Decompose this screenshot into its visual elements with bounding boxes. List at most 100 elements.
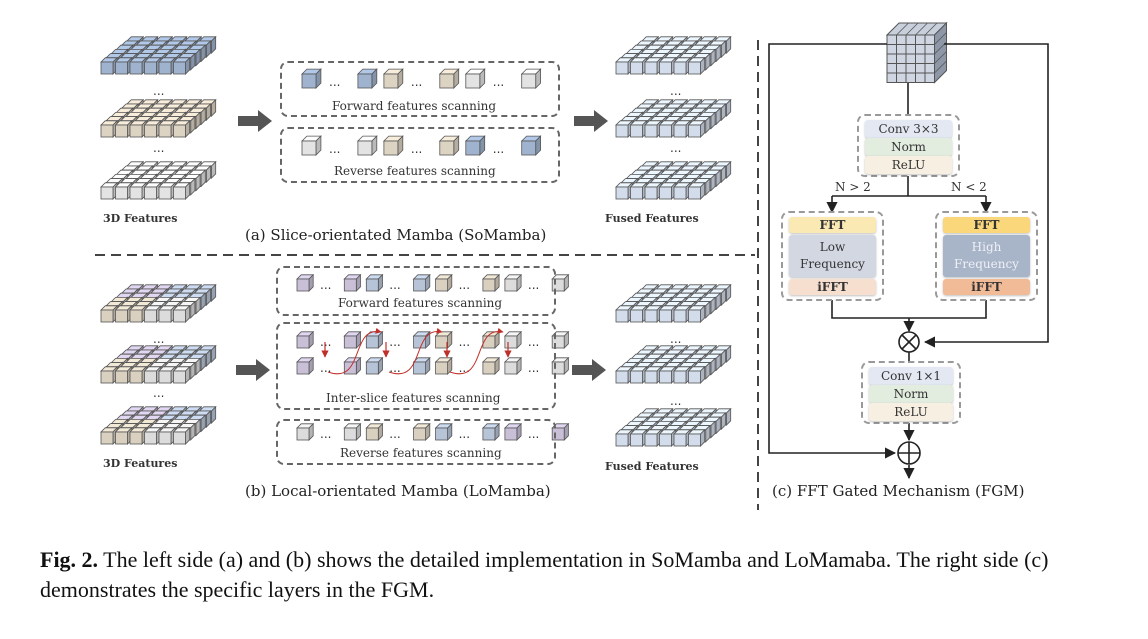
cube-front: [615, 370, 629, 384]
sequence-cube: [296, 356, 315, 375]
cube-front: [630, 309, 643, 323]
cube-front: [383, 73, 399, 89]
cube-front: [644, 433, 658, 447]
input-slice-2: [100, 98, 217, 138]
cube-front: [644, 124, 658, 138]
relu-layer-1: ReLU: [865, 156, 952, 174]
cube-front: [644, 370, 658, 384]
slab-cube: [100, 181, 119, 200]
input-slice-3: [100, 160, 217, 200]
norm-layer-1: Norm: [865, 138, 952, 156]
cube-front: [644, 309, 658, 323]
volume-grid: [934, 51, 947, 64]
ellipsis: ...: [389, 335, 400, 349]
volume-cell: [924, 34, 935, 45]
cube-front: [688, 370, 701, 384]
sequence-cube: [481, 422, 501, 441]
slab-cube: [629, 365, 648, 384]
sequence-cube: [438, 135, 460, 156]
slice-ellipsis: ...: [153, 141, 164, 155]
low-frequency-layer: Low Frequency: [789, 235, 876, 277]
slab-cube: [100, 56, 119, 75]
panel-b-output-arrow: [572, 359, 606, 381]
sequence-cube: [382, 68, 404, 89]
slab-cube: [158, 119, 177, 138]
slab-cube: [644, 181, 663, 200]
panel-a-graphics: ..............................: [100, 35, 732, 200]
cube-front: [688, 309, 701, 323]
cube-front: [659, 124, 672, 138]
cube-front: [296, 361, 310, 375]
cube-front: [673, 370, 687, 384]
ifft-layer-left: iFFT: [789, 279, 876, 295]
residual-to-add: [768, 43, 897, 459]
cube-front: [659, 186, 672, 200]
ellipsis: ...: [459, 427, 470, 441]
sequence-cube: [382, 135, 404, 156]
cube-front: [673, 186, 687, 200]
cube-front: [296, 335, 310, 349]
slab-cube: [615, 119, 634, 138]
ellipsis: ...: [459, 335, 470, 349]
slab-cube: [172, 304, 191, 323]
slab-cube: [172, 181, 191, 200]
slab-cube: [114, 304, 133, 323]
ellipsis: ...: [389, 427, 400, 441]
caption-text: The left side (a) and (b) shows the deta…: [40, 547, 1049, 602]
volume-cell: [915, 63, 926, 74]
conv1x1-layer: Conv 1×1: [869, 367, 953, 385]
cube-front: [659, 61, 672, 75]
slab-cube: [658, 365, 677, 384]
interslice-jump-arrow: [388, 327, 443, 375]
cube-front: [158, 61, 172, 75]
cube-front: [357, 140, 373, 156]
cube-front: [100, 370, 114, 384]
volume-cell: [915, 53, 926, 64]
slab-cube: [644, 119, 663, 138]
volume-cell: [905, 72, 916, 83]
sequence-cube: [520, 135, 542, 156]
cube-front: [504, 427, 518, 441]
cube-front: [365, 335, 379, 349]
add-operator: [897, 441, 921, 465]
sequence-cube: [356, 68, 378, 89]
cube-front: [173, 186, 186, 200]
slab-cube: [114, 119, 133, 138]
input-slice-1: [100, 283, 217, 323]
panel-a-output-label: Fused Features: [605, 212, 699, 225]
fused-slice-2: [615, 98, 732, 138]
cube-front: [343, 427, 357, 441]
volume-cell: [896, 53, 907, 64]
slab-cube: [673, 56, 692, 75]
slab-cube: [158, 56, 177, 75]
slab-cube: [100, 365, 119, 384]
interslice-jump-arrow: [327, 327, 382, 375]
cube-front: [413, 427, 427, 441]
slab-cube: [158, 181, 177, 200]
cube-front: [115, 309, 128, 323]
slab-cube: [629, 56, 648, 75]
conv3x3-layer: Conv 3×3: [865, 120, 952, 138]
panel-b-graphics: ........................................…: [100, 273, 732, 447]
slab-cube: [172, 119, 191, 138]
sequence-cube: [503, 356, 523, 375]
slab-cube: [629, 181, 648, 200]
panel-a-output-arrow: [574, 110, 608, 132]
slice-ellipsis: ...: [670, 84, 681, 98]
ellipsis: ...: [528, 335, 539, 349]
cube-front: [482, 278, 496, 292]
high-frequency-text-2: Frequency: [954, 257, 1019, 271]
panel-b-input-label: 3D Features: [103, 457, 178, 470]
sequence-cube: [481, 356, 501, 375]
cube-front: [435, 361, 449, 375]
cube-front: [115, 186, 128, 200]
fused-slice-1: [615, 283, 732, 323]
slab-cube: [172, 426, 191, 445]
cube-front: [413, 335, 427, 349]
slab-cube: [158, 365, 177, 384]
slab-cube: [658, 181, 677, 200]
panel-b-title: (b) Local-orientated Mamba (LoMamba): [245, 482, 551, 500]
sequence-cube: [520, 68, 542, 89]
panel-b-reverse-scan-box: [276, 419, 556, 465]
input-slice-2: [100, 344, 217, 384]
